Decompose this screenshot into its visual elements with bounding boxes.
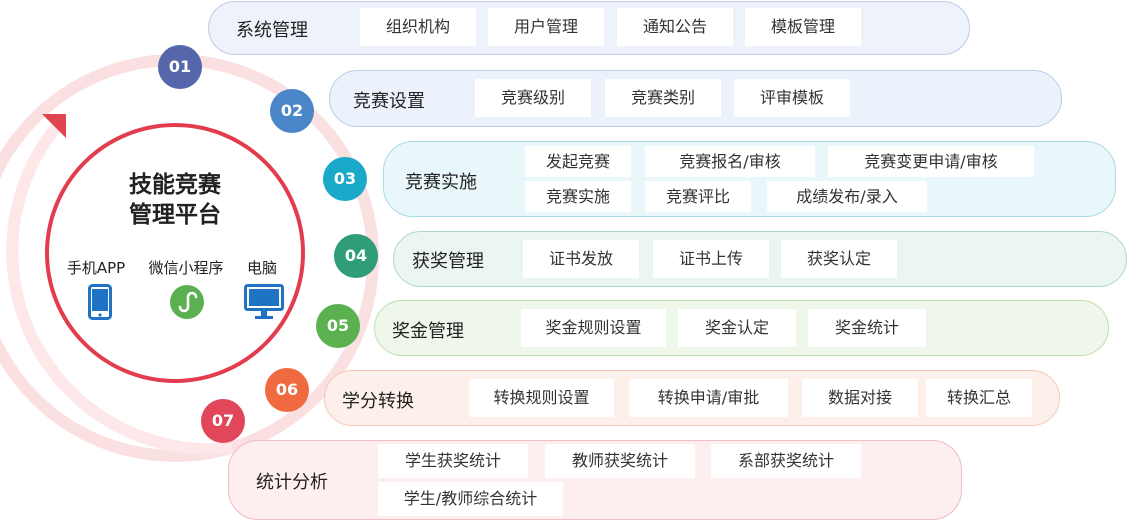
tag-student-awards[interactable]: 学生获奖统计 <box>378 444 528 478</box>
center-circle <box>45 123 305 383</box>
tag-comp-category[interactable]: 竞赛类别 <box>605 79 721 117</box>
module-title-04: 获奖管理 <box>412 251 484 272</box>
tag-bonus-stats[interactable]: 奖金统计 <box>808 309 926 347</box>
platform-label-miniprogram: 微信小程序 <box>148 259 224 277</box>
mini-program-icon <box>170 285 204 319</box>
tag-launch-comp[interactable]: 发起竞赛 <box>525 146 631 177</box>
tag-cert-upload[interactable]: 证书上传 <box>653 240 769 278</box>
monitor-icon <box>244 284 284 319</box>
module-title-07: 统计分析 <box>256 472 328 493</box>
tag-teacher-awards[interactable]: 教师获奖统计 <box>545 444 695 478</box>
platform-title-line2: 管理平台 <box>129 202 221 228</box>
step-badge-01: 01 <box>158 45 202 89</box>
tag-review-template[interactable]: 评审模板 <box>734 79 850 117</box>
tag-bonus-rules[interactable]: 奖金规则设置 <box>521 309 666 347</box>
tag-comp-level[interactable]: 竞赛级别 <box>475 79 591 117</box>
tag-combined-stats[interactable]: 学生/教师综合统计 <box>378 482 563 516</box>
tag-comp-evaluate[interactable]: 竞赛评比 <box>645 181 751 212</box>
tag-convert-summary[interactable]: 转换汇总 <box>926 379 1032 417</box>
tag-notice[interactable]: 通知公告 <box>617 8 733 46</box>
platform-title: 技能竞赛 管理平台 <box>95 170 255 230</box>
phone-icon <box>88 284 112 320</box>
step-badge-07: 07 <box>201 399 245 443</box>
tag-org[interactable]: 组织机构 <box>360 8 476 46</box>
step-badge-04: 04 <box>334 234 378 278</box>
tag-bonus-confirm[interactable]: 奖金认定 <box>678 309 796 347</box>
step-badge-03: 03 <box>323 157 367 201</box>
tag-template-mgmt[interactable]: 模板管理 <box>745 8 861 46</box>
tag-result-publish[interactable]: 成绩发布/录入 <box>767 181 927 212</box>
step-badge-05: 05 <box>316 304 360 348</box>
tag-change-review[interactable]: 竞赛变更申请/审核 <box>828 146 1034 177</box>
tag-user-mgmt[interactable]: 用户管理 <box>488 8 604 46</box>
module-title-03: 竞赛实施 <box>405 172 477 193</box>
tag-cert-issue[interactable]: 证书发放 <box>523 240 639 278</box>
tag-convert-rules[interactable]: 转换规则设置 <box>469 379 614 417</box>
module-title-02: 竞赛设置 <box>353 91 425 112</box>
tag-data-link[interactable]: 数据对接 <box>802 379 918 417</box>
step-badge-06: 06 <box>265 368 309 412</box>
module-title-01: 系统管理 <box>236 20 308 41</box>
tag-award-confirm[interactable]: 获奖认定 <box>781 240 897 278</box>
tag-signup-review[interactable]: 竞赛报名/审核 <box>645 146 815 177</box>
module-title-05: 奖金管理 <box>392 321 464 342</box>
platform-label-app: 手机APP <box>66 259 126 277</box>
tag-convert-apply[interactable]: 转换申请/审批 <box>629 379 788 417</box>
platform-title-line1: 技能竞赛 <box>129 172 221 198</box>
tag-comp-implement[interactable]: 竞赛实施 <box>525 181 631 212</box>
cycle-arrow-icon <box>42 114 66 138</box>
platform-label-pc: 电脑 <box>246 259 277 277</box>
module-title-06: 学分转换 <box>342 391 414 412</box>
step-badge-02: 02 <box>270 89 314 133</box>
tag-dept-awards[interactable]: 系部获奖统计 <box>711 444 861 478</box>
